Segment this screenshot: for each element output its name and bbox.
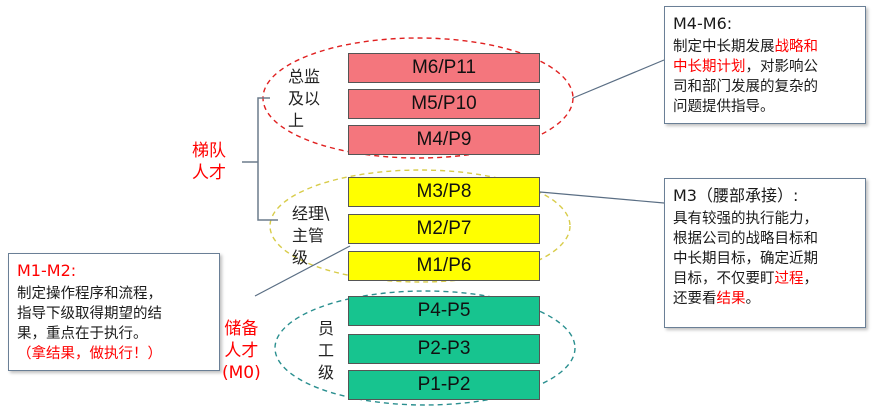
callout-line: 根据公司的战略目标和 <box>673 229 857 249</box>
level-label: M2/P7 <box>416 218 472 239</box>
connector-m4m6 <box>572 59 665 99</box>
callout-line: 具有较强的执行能力， <box>673 209 857 229</box>
callout-text: 制定操作程序和流程， <box>17 286 162 302</box>
level-m6-p11: M6/P11 <box>348 53 540 83</box>
highlighted-text: （拿结果，做执行！） <box>17 346 162 362</box>
label-line: 级 <box>318 363 335 382</box>
level-label: M3/P8 <box>416 181 472 202</box>
staff-group-ellipse <box>274 290 576 406</box>
callout-line: 中长期目标，确定近期 <box>673 249 857 269</box>
label-line: (M0) <box>222 363 261 383</box>
label-line: 上 <box>288 111 305 130</box>
m4m6-callout: M4-M6: 制定中长期发展战略和中长期计划，对影响公司和部门发展的复杂的问题提… <box>664 6 866 124</box>
level-p2-p3: P2-P3 <box>348 334 540 364</box>
level-label: P4-P5 <box>417 300 471 321</box>
label-line: 员 <box>318 319 335 338</box>
callout-text: 问题提供指导。 <box>673 99 775 115</box>
callout-line: 司和部门发展的复杂的 <box>673 77 857 97</box>
callout-line: 制定中长期发展战略和 <box>673 37 857 57</box>
label-line: 经理\ <box>292 204 330 223</box>
level-label: M6/P11 <box>411 57 477 78</box>
reserve-tier-label: 储备 人才 (M0) <box>222 318 261 384</box>
callout-text: 果，重点在于执行。 <box>17 326 148 342</box>
level-label: P2-P3 <box>417 338 471 359</box>
level-m3-p8: M3/P8 <box>348 177 540 207</box>
callout-title: M1-M2: <box>17 261 77 280</box>
callout-text: 目标，不仅要盯 <box>673 271 775 287</box>
callout-text: 。 <box>745 291 761 307</box>
level-m2-p7: M2/P7 <box>348 214 540 244</box>
echelon-brace <box>242 97 278 221</box>
callout-line: （拿结果，做执行！） <box>17 344 211 364</box>
callout-line: 指导下级取得期望的结 <box>17 304 211 324</box>
highlighted-text: 过程 <box>774 271 804 287</box>
callout-text: 指导下级取得期望的结 <box>17 306 162 322</box>
label-line: 级 <box>292 248 309 267</box>
callout-line: 果，重点在于执行。 <box>17 324 211 344</box>
callout-body: 制定操作程序和流程， 指导下级取得期望的结果，重点在于执行。 （拿结果，做执行！） <box>17 284 211 364</box>
callout-body: 制定中长期发展战略和中长期计划，对影响公司和部门发展的复杂的问题提供指导。 <box>673 37 857 117</box>
level-m5-p10: M5/P10 <box>348 89 540 119</box>
director-group-label: 总监 及以 上 <box>288 66 320 132</box>
callout-line: 还要看结果。 <box>673 289 857 309</box>
manager-group-ellipse <box>269 169 571 283</box>
label-line: 总监 <box>288 67 321 86</box>
callout-line: 中长期计划，对影响公 <box>673 57 857 77</box>
label-line: 主管 <box>292 226 325 245</box>
callout-title: M3（腰部承接）: <box>673 186 799 205</box>
highlighted-text: 战略和 <box>774 39 819 55</box>
callout-line: 问题提供指导。 <box>673 97 857 117</box>
highlighted-text: 结果 <box>716 291 746 307</box>
callout-text: 司和部门发展的复杂的 <box>673 79 818 95</box>
m3-callout: M3（腰部承接）: 具有较强的执行能力， 根据公司的战略目标和中长期目标，确定近期… <box>664 178 866 328</box>
label-line: 人才 <box>224 341 259 361</box>
label-line: 储备 <box>224 319 259 339</box>
level-p4-p5: P4-P5 <box>348 296 540 326</box>
m1m2-callout: M1-M2: 制定操作程序和流程， 指导下级取得期望的结果，重点在于执行。 （拿结果… <box>8 253 220 371</box>
label-line: 工 <box>318 341 335 360</box>
level-m1-p6: M1/P6 <box>348 251 540 281</box>
level-label: M5/P10 <box>411 93 477 114</box>
level-p1-p2: P1-P2 <box>348 370 540 400</box>
callout-text: 还要看 <box>673 291 717 307</box>
callout-text: 具有较强的执行能力， <box>673 211 818 227</box>
connector-m3 <box>539 191 665 204</box>
highlighted-text: 中长期计划 <box>673 59 746 75</box>
callout-text: ， <box>803 271 819 287</box>
level-label: M4/P9 <box>416 129 472 150</box>
staff-group-label: 员 工 级 <box>318 318 334 384</box>
callout-line: 制定操作程序和流程， <box>17 284 211 304</box>
level-label: M1/P6 <box>416 255 472 276</box>
label-line: 梯队 <box>192 141 226 161</box>
callout-line: 目标，不仅要盯过程， <box>673 269 857 289</box>
callout-text: 制定中长期发展 <box>673 39 775 55</box>
callout-text: 中长期目标，确定近期 <box>673 251 818 267</box>
label-line: 人才 <box>192 163 226 183</box>
connector-m1m2 <box>254 245 351 297</box>
callout-text: 根据公司的战略目标和 <box>673 231 818 247</box>
callout-body: 具有较强的执行能力，根据公司的战略目标和中长期目标，确定近期目标，不仅要盯过程，… <box>673 209 857 309</box>
label-line: 及以 <box>288 89 321 108</box>
echelon-tier-label: 梯队 人才 <box>192 140 226 184</box>
manager-group-label: 经理\ 主管 级 <box>292 203 329 269</box>
callout-text: ，对影响公 <box>745 59 819 75</box>
callout-title: M4-M6: <box>673 14 733 33</box>
level-m4-p9: M4/P9 <box>348 125 540 155</box>
level-label: P1-P2 <box>417 374 471 395</box>
